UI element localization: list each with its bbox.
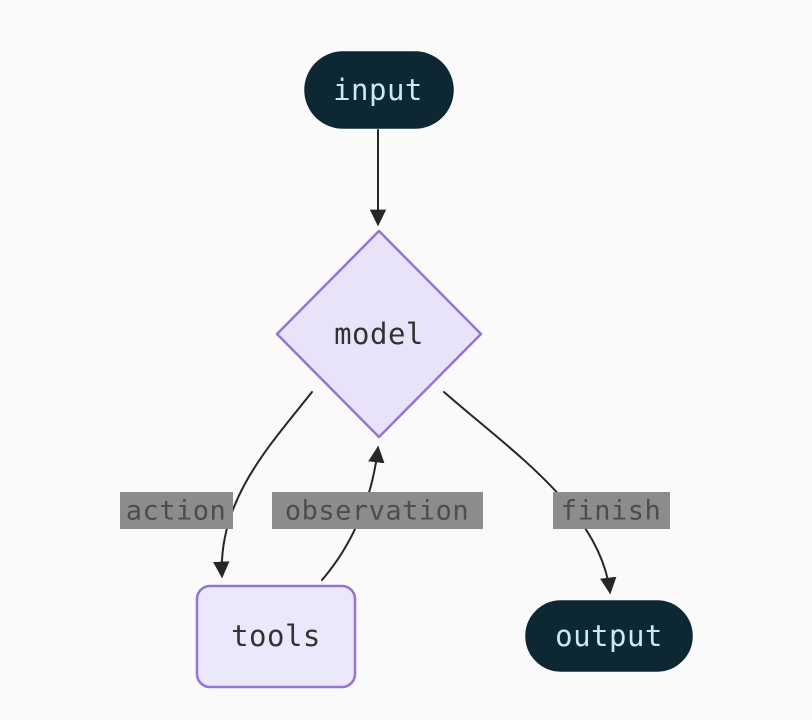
node-input-shape[interactable] xyxy=(304,51,454,129)
node-layer: input model tools output xyxy=(195,51,693,689)
node-input[interactable]: input xyxy=(304,51,454,129)
edge-label-observation-text: observation xyxy=(285,496,469,527)
node-model-shape[interactable] xyxy=(275,229,483,439)
node-output-label: output xyxy=(555,619,663,653)
edge-label-finish-background xyxy=(553,492,670,529)
node-tools-shape[interactable] xyxy=(195,584,357,689)
edge-label-layer: action observation finish xyxy=(120,492,670,529)
edge-label-finish: finish xyxy=(553,492,670,529)
edge-label-observation-background xyxy=(272,492,483,529)
edge-label-action-text: action xyxy=(126,496,227,527)
edge-label-action-background xyxy=(120,492,233,529)
edge-model-to-tools xyxy=(213,391,313,579)
node-model-label: model xyxy=(334,317,424,351)
edge-label-finish-text: finish xyxy=(561,496,662,527)
edge-label-observation: observation xyxy=(272,492,483,529)
node-input-label: input xyxy=(333,73,423,107)
node-output[interactable]: output xyxy=(525,600,693,672)
edge-label-action: action xyxy=(120,492,233,529)
node-tools[interactable]: tools xyxy=(195,584,357,689)
node-output-shape[interactable] xyxy=(525,600,693,672)
node-model[interactable]: model xyxy=(275,229,483,439)
node-tools-label: tools xyxy=(231,619,321,653)
edge-model-to-output xyxy=(443,391,617,595)
